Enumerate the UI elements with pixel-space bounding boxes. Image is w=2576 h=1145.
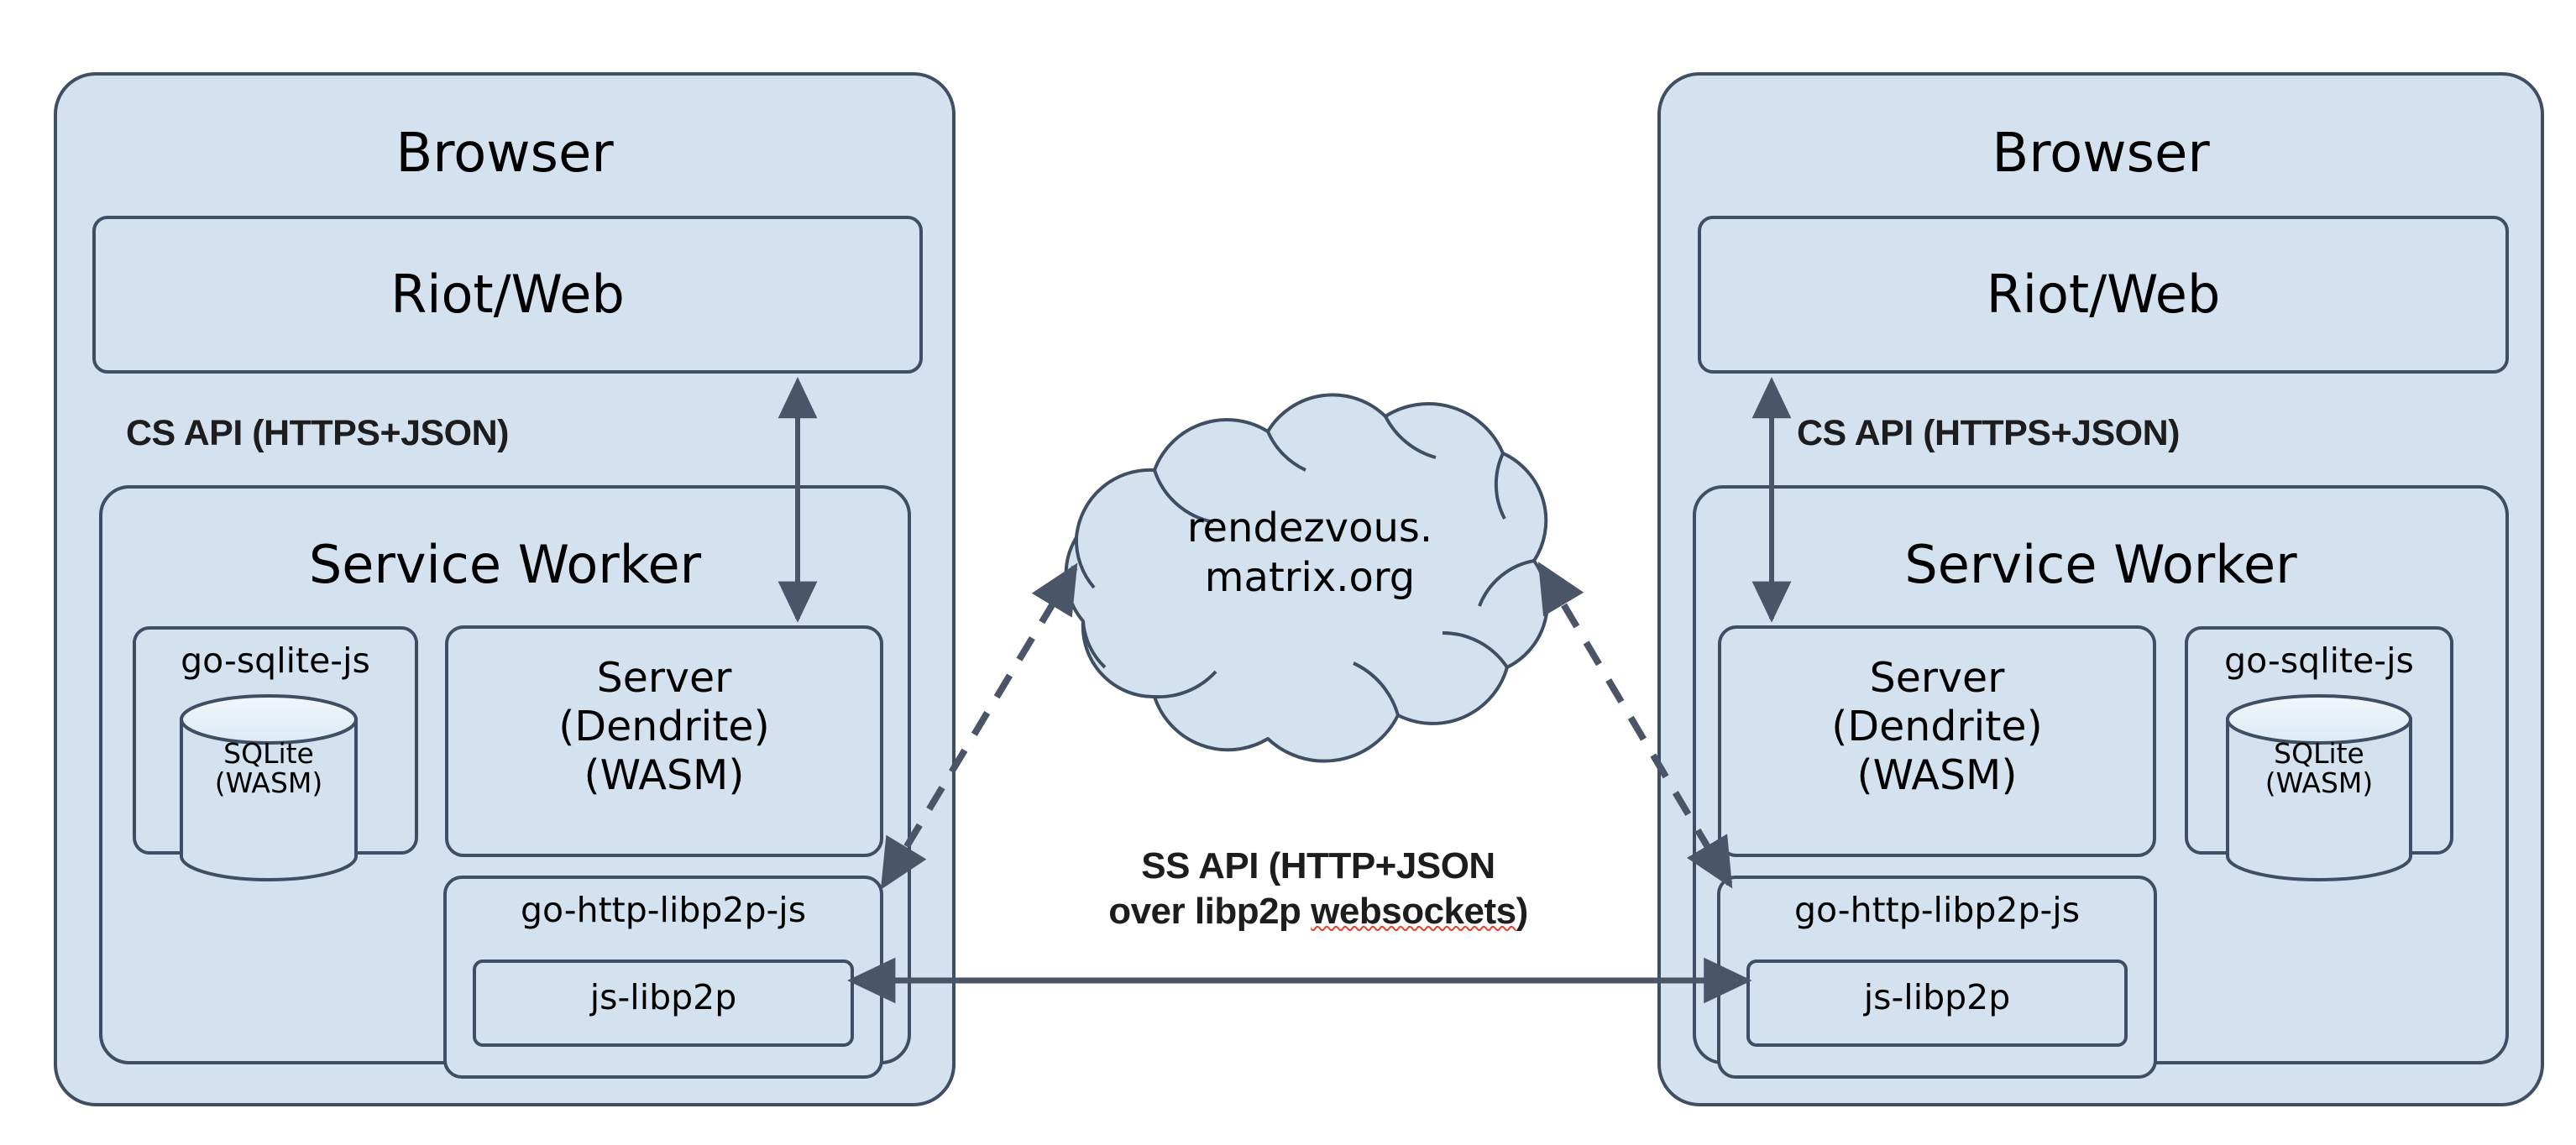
left-ss-api-dashed-link bbox=[880, 562, 1078, 890]
right-sqlite-cylinder bbox=[2226, 694, 2412, 881]
left-sqlite-cylinder bbox=[180, 694, 358, 881]
right-riot-web-box bbox=[1698, 216, 2509, 374]
right-js-libp2p-box bbox=[1746, 959, 2128, 1047]
right-server-dendrite-box bbox=[1718, 625, 2156, 857]
left-riot-web-box bbox=[92, 216, 923, 374]
left-js-libp2p-box bbox=[473, 959, 854, 1047]
rendezvous-cloud bbox=[1064, 393, 1549, 763]
left-server-dendrite-box bbox=[445, 625, 883, 857]
right-ss-api-dashed-link bbox=[1537, 562, 1733, 889]
